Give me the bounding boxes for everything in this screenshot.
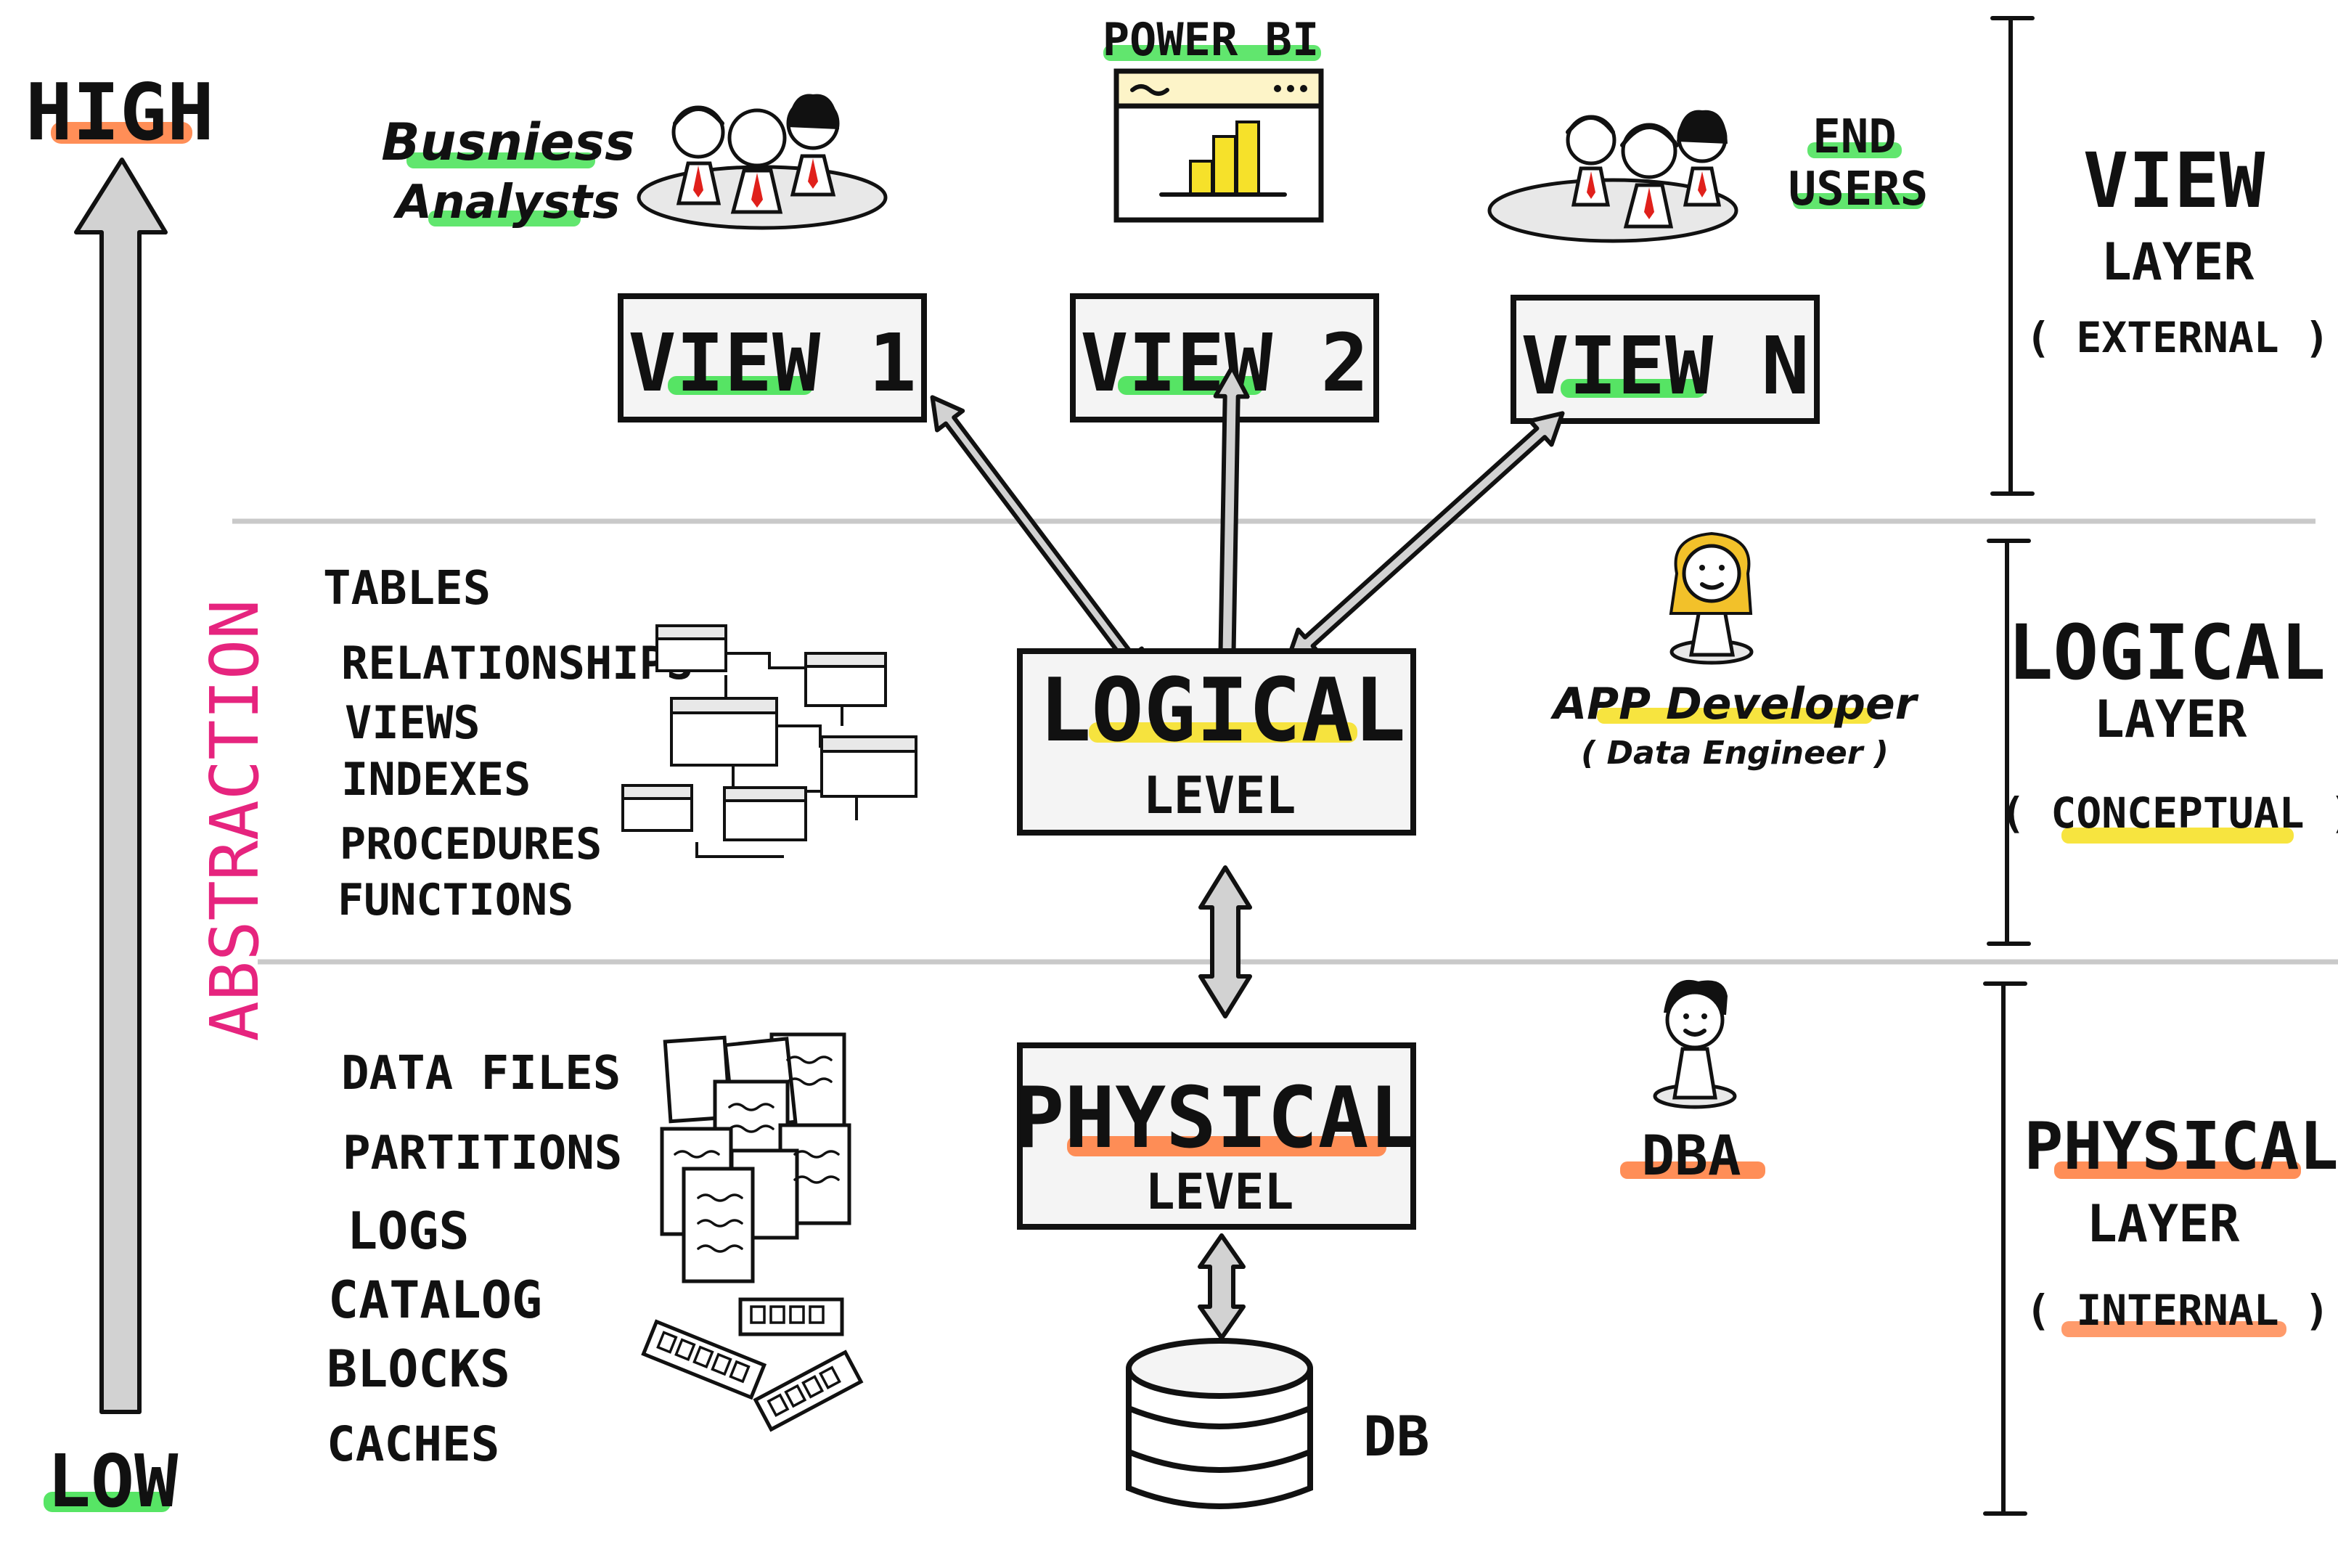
list-item: FUNCTIONS xyxy=(338,875,573,926)
double-arrow-icon xyxy=(930,395,1149,684)
high-highlight xyxy=(51,122,192,144)
list-item: INDEXES xyxy=(341,753,531,806)
app-developer-label: APP Developer xyxy=(1550,679,1919,730)
database-cylinder-icon xyxy=(1126,1338,1313,1509)
up-arrow-icon xyxy=(74,158,168,1414)
list-item: BLOCKS xyxy=(327,1339,510,1399)
view-layer-line3: ( EXTERNAL ) xyxy=(2025,313,2329,362)
end-users-label-line1: END xyxy=(1812,110,1897,164)
list-item: TABLES xyxy=(323,562,491,616)
double-arrow-icon xyxy=(1198,865,1252,1018)
view-n-box: VIEW N xyxy=(1511,295,1820,424)
list-item: LOGS xyxy=(347,1201,470,1261)
list-item: CACHES xyxy=(327,1416,499,1472)
logical-level-subtitle: LEVEL xyxy=(1143,766,1296,825)
low-highlight xyxy=(44,1492,171,1512)
physical-highlight xyxy=(1067,1136,1386,1156)
logical-layer-line2: LAYER xyxy=(2094,690,2248,749)
logical-highlight xyxy=(1089,722,1357,743)
physical-layer-line2: LAYER xyxy=(2087,1194,2241,1254)
axis-high-label: HIGH xyxy=(25,68,214,158)
physical-level-title: PHYSICAL xyxy=(1014,1069,1420,1167)
power-bi-group: POWER BI xyxy=(1103,13,1324,223)
analysts-highlight xyxy=(428,211,581,226)
physical-layer-highlight xyxy=(2054,1161,2301,1179)
view-1-highlight xyxy=(668,376,813,395)
logical-layer-label: LOGICAL LAYER ( CONCEPTUAL ) xyxy=(2000,608,2338,844)
list-item: DATA FILES xyxy=(341,1047,621,1101)
physical-level-box: PHYSICAL LEVEL xyxy=(1014,1042,1420,1230)
double-arrow-icon xyxy=(1285,411,1565,663)
abstraction-axis: HIGH ABSTRACTION LOW xyxy=(25,68,274,1524)
layer-brackets xyxy=(1983,16,2035,1516)
data-engineer-label: ( Data Engineer ) xyxy=(1581,735,1889,772)
memory-chip-icon xyxy=(641,1297,864,1432)
list-item: PROCEDURES xyxy=(340,819,602,870)
document-stack-icon xyxy=(660,1032,851,1283)
end-users-label-line2: USERS xyxy=(1789,163,1929,216)
people-group-icon xyxy=(1487,110,1738,243)
view-layer-line2: LAYER xyxy=(2101,232,2255,292)
physical-level-subtitle: LEVEL xyxy=(1145,1164,1294,1221)
logical-layer-line3: ( CONCEPTUAL ) xyxy=(2000,788,2338,838)
physical-layer-line3: ( INTERNAL ) xyxy=(2025,1286,2329,1335)
internal-highlight xyxy=(2061,1321,2286,1337)
business-analysts-label-line2: Analysts xyxy=(393,176,621,229)
view-1-label: VIEW 1 xyxy=(628,317,916,409)
power-bi-label: POWER BI xyxy=(1103,13,1320,66)
db-label: DB xyxy=(1363,1404,1430,1469)
list-item: VIEWS xyxy=(345,696,481,749)
logical-level-box: LOGICAL LEVEL xyxy=(1017,648,1416,836)
physical-items-list: DATA FILES PARTITIONS LOGS CATALOG BLOCK… xyxy=(327,1047,622,1472)
double-arrow-icon xyxy=(1198,1233,1246,1340)
conceptual-highlight xyxy=(2061,828,2294,844)
view-n-label: VIEW N xyxy=(1521,319,1809,412)
person-icon xyxy=(1653,979,1737,1109)
table-schema-icon xyxy=(621,624,917,858)
list-item: PARTITIONS xyxy=(343,1127,622,1180)
dba-highlight xyxy=(1620,1161,1765,1179)
business-analysts-label-line1: Busniess xyxy=(381,113,635,172)
physical-layer-line1: PHYSICAL xyxy=(2024,1108,2338,1185)
axis-abstraction-label: ABSTRACTION xyxy=(196,599,274,1041)
end-highlight xyxy=(1807,142,1902,158)
app-developer-highlight xyxy=(1597,708,1873,724)
logical-level-title: LOGICAL xyxy=(1039,661,1406,761)
users-highlight xyxy=(1793,193,1924,209)
list-item: RELATIONSHIPS xyxy=(341,637,693,690)
business-analysts-group: Busniess Analysts xyxy=(381,94,888,230)
list-item: CATALOG xyxy=(328,1270,542,1330)
dashboard-window-icon xyxy=(1113,68,1324,223)
power-bi-highlight xyxy=(1103,45,1321,61)
person-icon xyxy=(1669,531,1754,665)
app-developer-group: APP Developer ( Data Engineer ) xyxy=(1550,531,1919,772)
dba-label: DBA xyxy=(1641,1123,1741,1188)
physical-layer-label: PHYSICAL LAYER ( INTERNAL ) xyxy=(2024,1108,2338,1337)
logical-items-list: TABLES RELATIONSHIPS VIEWS INDEXES PROCE… xyxy=(323,562,693,926)
bar-chart-icon xyxy=(1159,121,1287,197)
view-layer-label: VIEW LAYER ( EXTERNAL ) xyxy=(2025,136,2329,362)
view-n-highlight xyxy=(1561,379,1706,398)
view-1-box: VIEW 1 xyxy=(618,293,927,422)
logical-layer-line1: LOGICAL xyxy=(2008,608,2326,697)
dba-group: DBA xyxy=(1620,979,1765,1188)
business-analysts-highlight xyxy=(406,152,595,168)
axis-low-label: LOW xyxy=(47,1439,179,1524)
people-group-icon xyxy=(637,94,888,230)
view-layer-line1: VIEW xyxy=(2083,136,2265,225)
end-users-group: END USERS xyxy=(1487,110,1929,243)
